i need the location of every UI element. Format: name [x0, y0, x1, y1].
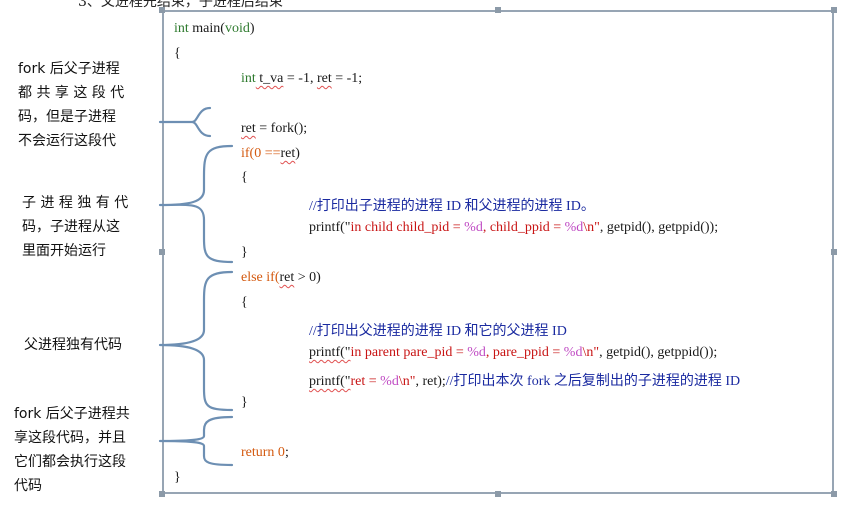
annotation-parent-only: 父进程独有代码: [24, 333, 122, 357]
annotation-shared-before-fork: fork 后父子进程 都 共 享 这 段 代 码，但是子进程 不会运行这段代: [18, 57, 124, 153]
code-line-else-if: else if(ret > 0): [241, 270, 321, 286]
code-token: t_va: [255, 71, 284, 86]
annotation-line: fork 后父子进程: [18, 61, 120, 77]
resize-handle-s[interactable]: [495, 491, 501, 497]
code-token: , getpid(), getppid());: [599, 345, 718, 360]
resize-handle-e[interactable]: [831, 249, 837, 255]
code-token: main(: [188, 21, 225, 36]
code-token: \n": [582, 345, 600, 360]
code-token: ret: [316, 71, 332, 86]
annotation-line: 码，但是子进程: [18, 109, 116, 125]
code-line-close-brace: }: [174, 470, 181, 485]
code-token: if(0 ==: [241, 146, 281, 161]
brace-shared-bottom: [158, 415, 234, 467]
brace-parent: [158, 270, 234, 412]
annotation-line: 都 共 享 这 段 代: [18, 85, 125, 101]
code-token: ): [295, 146, 300, 161]
resize-handle-w[interactable]: [159, 249, 165, 255]
code-token: = fork();: [255, 121, 308, 136]
code-line-main: int main(void): [174, 21, 255, 37]
heading-text: 3、父进程先结束，子进程后结束: [78, 0, 283, 10]
resize-handle-ne[interactable]: [831, 7, 837, 13]
code-line-return: return 0;: [241, 445, 289, 461]
code-line-fork: ret = fork();: [241, 121, 307, 137]
code-token: %d: [464, 220, 483, 235]
code-token: , child_ppid =: [482, 220, 565, 235]
brace-child: [158, 144, 234, 264]
annotation-line: 不会运行这段代: [18, 133, 116, 149]
code-token: , pare_ppid =: [485, 345, 564, 360]
code-token: //打印出本次 fork 之后复制出的子进程的进程 ID: [445, 374, 741, 389]
code-token: printf(": [309, 374, 351, 389]
annotation-shared-end: fork 后父子进程共 享这段代码，并且 它们都会执行这段 代码: [14, 402, 130, 498]
code-line-printf-child: printf("in child child_pid = %d, child_p…: [309, 220, 718, 236]
code-line-comment-parent: //打印出父进程的进程 ID 和它的父进程 ID: [309, 324, 567, 339]
code-line-brace: {: [241, 170, 248, 185]
code-token: ret: [279, 270, 295, 285]
code-line-declaration: int t_va = -1, ret = -1;: [241, 71, 362, 87]
code-token: = -1,: [283, 71, 317, 86]
code-line-if: if(0 ==ret): [241, 146, 300, 162]
code-token: \n": [583, 220, 600, 235]
code-line-printf-parent: printf("in parent pare_pid = %d, pare_pp…: [309, 345, 717, 361]
code-token: in parent pare_pid =: [350, 345, 468, 360]
code-token: %d: [563, 345, 583, 360]
brace-shared-top: [158, 106, 212, 138]
code-token: %d: [564, 220, 584, 235]
code-token: void: [224, 21, 250, 36]
code-line-printf-ret: printf("ret = %d\n", ret);//打印出本次 fork 之…: [309, 370, 740, 390]
annotation-line: 子 进 程 独 有 代: [22, 195, 129, 211]
code-token: in child child_pid =: [350, 220, 465, 235]
code-token: int: [241, 71, 256, 86]
code-token: ;: [284, 445, 289, 460]
code-token: \n": [398, 374, 416, 389]
code-token: %d: [467, 345, 486, 360]
annotation-line: 享这段代码，并且: [14, 430, 126, 446]
resize-handle-se[interactable]: [831, 491, 837, 497]
code-line-brace: {: [241, 295, 248, 310]
code-token: else if(: [241, 270, 280, 285]
code-token: , getpid(), getppid());: [599, 220, 719, 235]
code-token: = -1;: [331, 71, 363, 86]
code-line-brace: }: [241, 395, 248, 410]
code-line-open-brace: {: [174, 46, 181, 61]
code-token: ret: [280, 146, 296, 161]
annotation-child-only: 子 进 程 独 有 代 码，子进程从这 里面开始运行: [22, 191, 128, 263]
annotation-line: 它们都会执行这段: [14, 454, 126, 470]
code-line-brace: }: [241, 245, 248, 260]
annotation-line: 里面开始运行: [22, 243, 106, 259]
code-token: printf(": [309, 345, 351, 360]
resize-handle-nw[interactable]: [159, 7, 165, 13]
code-token: ): [249, 21, 255, 36]
annotation-line: 代码: [14, 478, 42, 494]
annotation-line: 父进程独有代码: [24, 337, 122, 353]
code-token: printf(": [309, 220, 351, 235]
code-line-comment-child: //打印出子进程的进程 ID 和父进程的进程 ID。: [309, 199, 595, 214]
code-token: return 0: [241, 445, 285, 460]
resize-handle-n[interactable]: [495, 7, 501, 13]
resize-handle-sw[interactable]: [159, 491, 165, 497]
code-token: > 0): [294, 270, 321, 285]
code-token: ret =: [350, 374, 381, 389]
code-token: int: [174, 21, 189, 36]
code-token: , ret);: [415, 374, 446, 389]
annotation-line: 码，子进程从这: [22, 219, 120, 235]
annotation-line: fork 后父子进程共: [14, 406, 130, 422]
code-token: ret: [241, 121, 256, 136]
code-token: %d: [380, 374, 399, 389]
